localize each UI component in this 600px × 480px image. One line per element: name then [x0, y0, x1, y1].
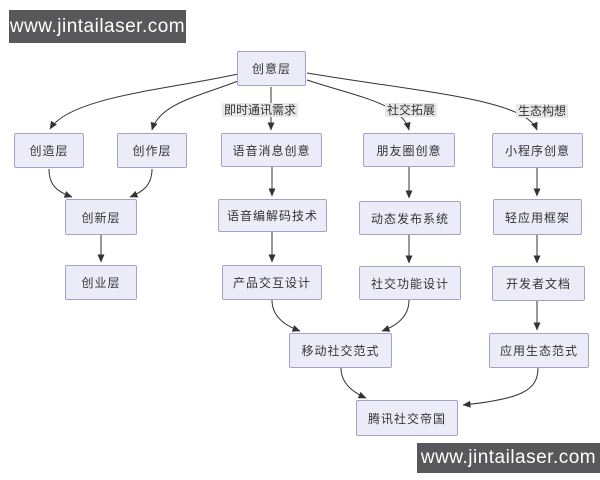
- edge-root-to-mini-program-idea: [306, 72, 538, 131]
- watermark-top-left: www.jintailaser.com: [9, 10, 186, 43]
- node-innovation-layer: 创新层: [65, 199, 137, 235]
- edge-label-social-expansion: 社交拓展: [385, 103, 438, 117]
- node-voice-codec-tech: 语音编解码技术: [218, 199, 327, 232]
- node-creation-layer: 创造层: [14, 133, 84, 168]
- node-voice-message-idea: 语音消息创意: [221, 133, 322, 167]
- node-app-ecosystem-paradigm: 应用生态范式: [489, 333, 589, 368]
- edge-label-ecosystem-vision: 生态构想: [516, 104, 569, 118]
- edge-app-eco-to-tencent: [462, 367, 539, 408]
- node-composition-layer: 创作层: [117, 133, 187, 168]
- edge-root-to-composition-layer: [150, 80, 239, 131]
- node-social-function-design: 社交功能设计: [359, 266, 461, 300]
- node-tencent-social-empire: 腾讯社交帝国: [356, 400, 458, 436]
- edge-label-instant-messaging-need: 即时通讯需求: [222, 103, 299, 117]
- watermark-bottom-right: www.jintailaser.com: [417, 443, 600, 473]
- edge-creation-to-innovation: [48, 168, 73, 198]
- node-root-idea-layer: 创意层: [237, 51, 306, 86]
- edge-mobile-social-to-tencent: [340, 367, 367, 399]
- node-mini-program-idea: 小程序创意: [492, 133, 583, 168]
- node-light-app-framework: 轻应用框架: [493, 199, 582, 235]
- node-dynamic-publish-system: 动态发布系统: [359, 201, 461, 235]
- node-product-interaction-design: 产品交互设计: [222, 265, 322, 300]
- node-mobile-social-paradigm: 移动社交范式: [289, 333, 392, 368]
- node-moments-idea: 朋友圈创意: [363, 133, 455, 167]
- edge-composition-to-innovation: [129, 168, 153, 198]
- node-developer-docs: 开发者文档: [492, 266, 585, 301]
- edge-socialfunc-to-mobile-social: [381, 299, 410, 332]
- edge-product-to-mobile-social: [271, 299, 301, 332]
- node-startup-layer: 创业层: [65, 265, 137, 300]
- edge-root-to-moments-idea: [306, 79, 411, 131]
- edge-root-to-creation-layer: [49, 73, 239, 130]
